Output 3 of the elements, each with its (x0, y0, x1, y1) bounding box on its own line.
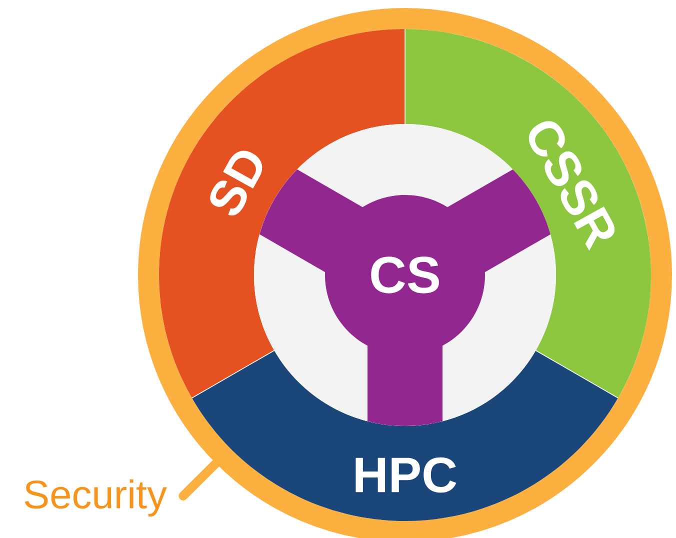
ring-segment: HPC (192, 350, 618, 522)
security-label: Security (24, 479, 167, 517)
leader-line (178, 458, 220, 500)
